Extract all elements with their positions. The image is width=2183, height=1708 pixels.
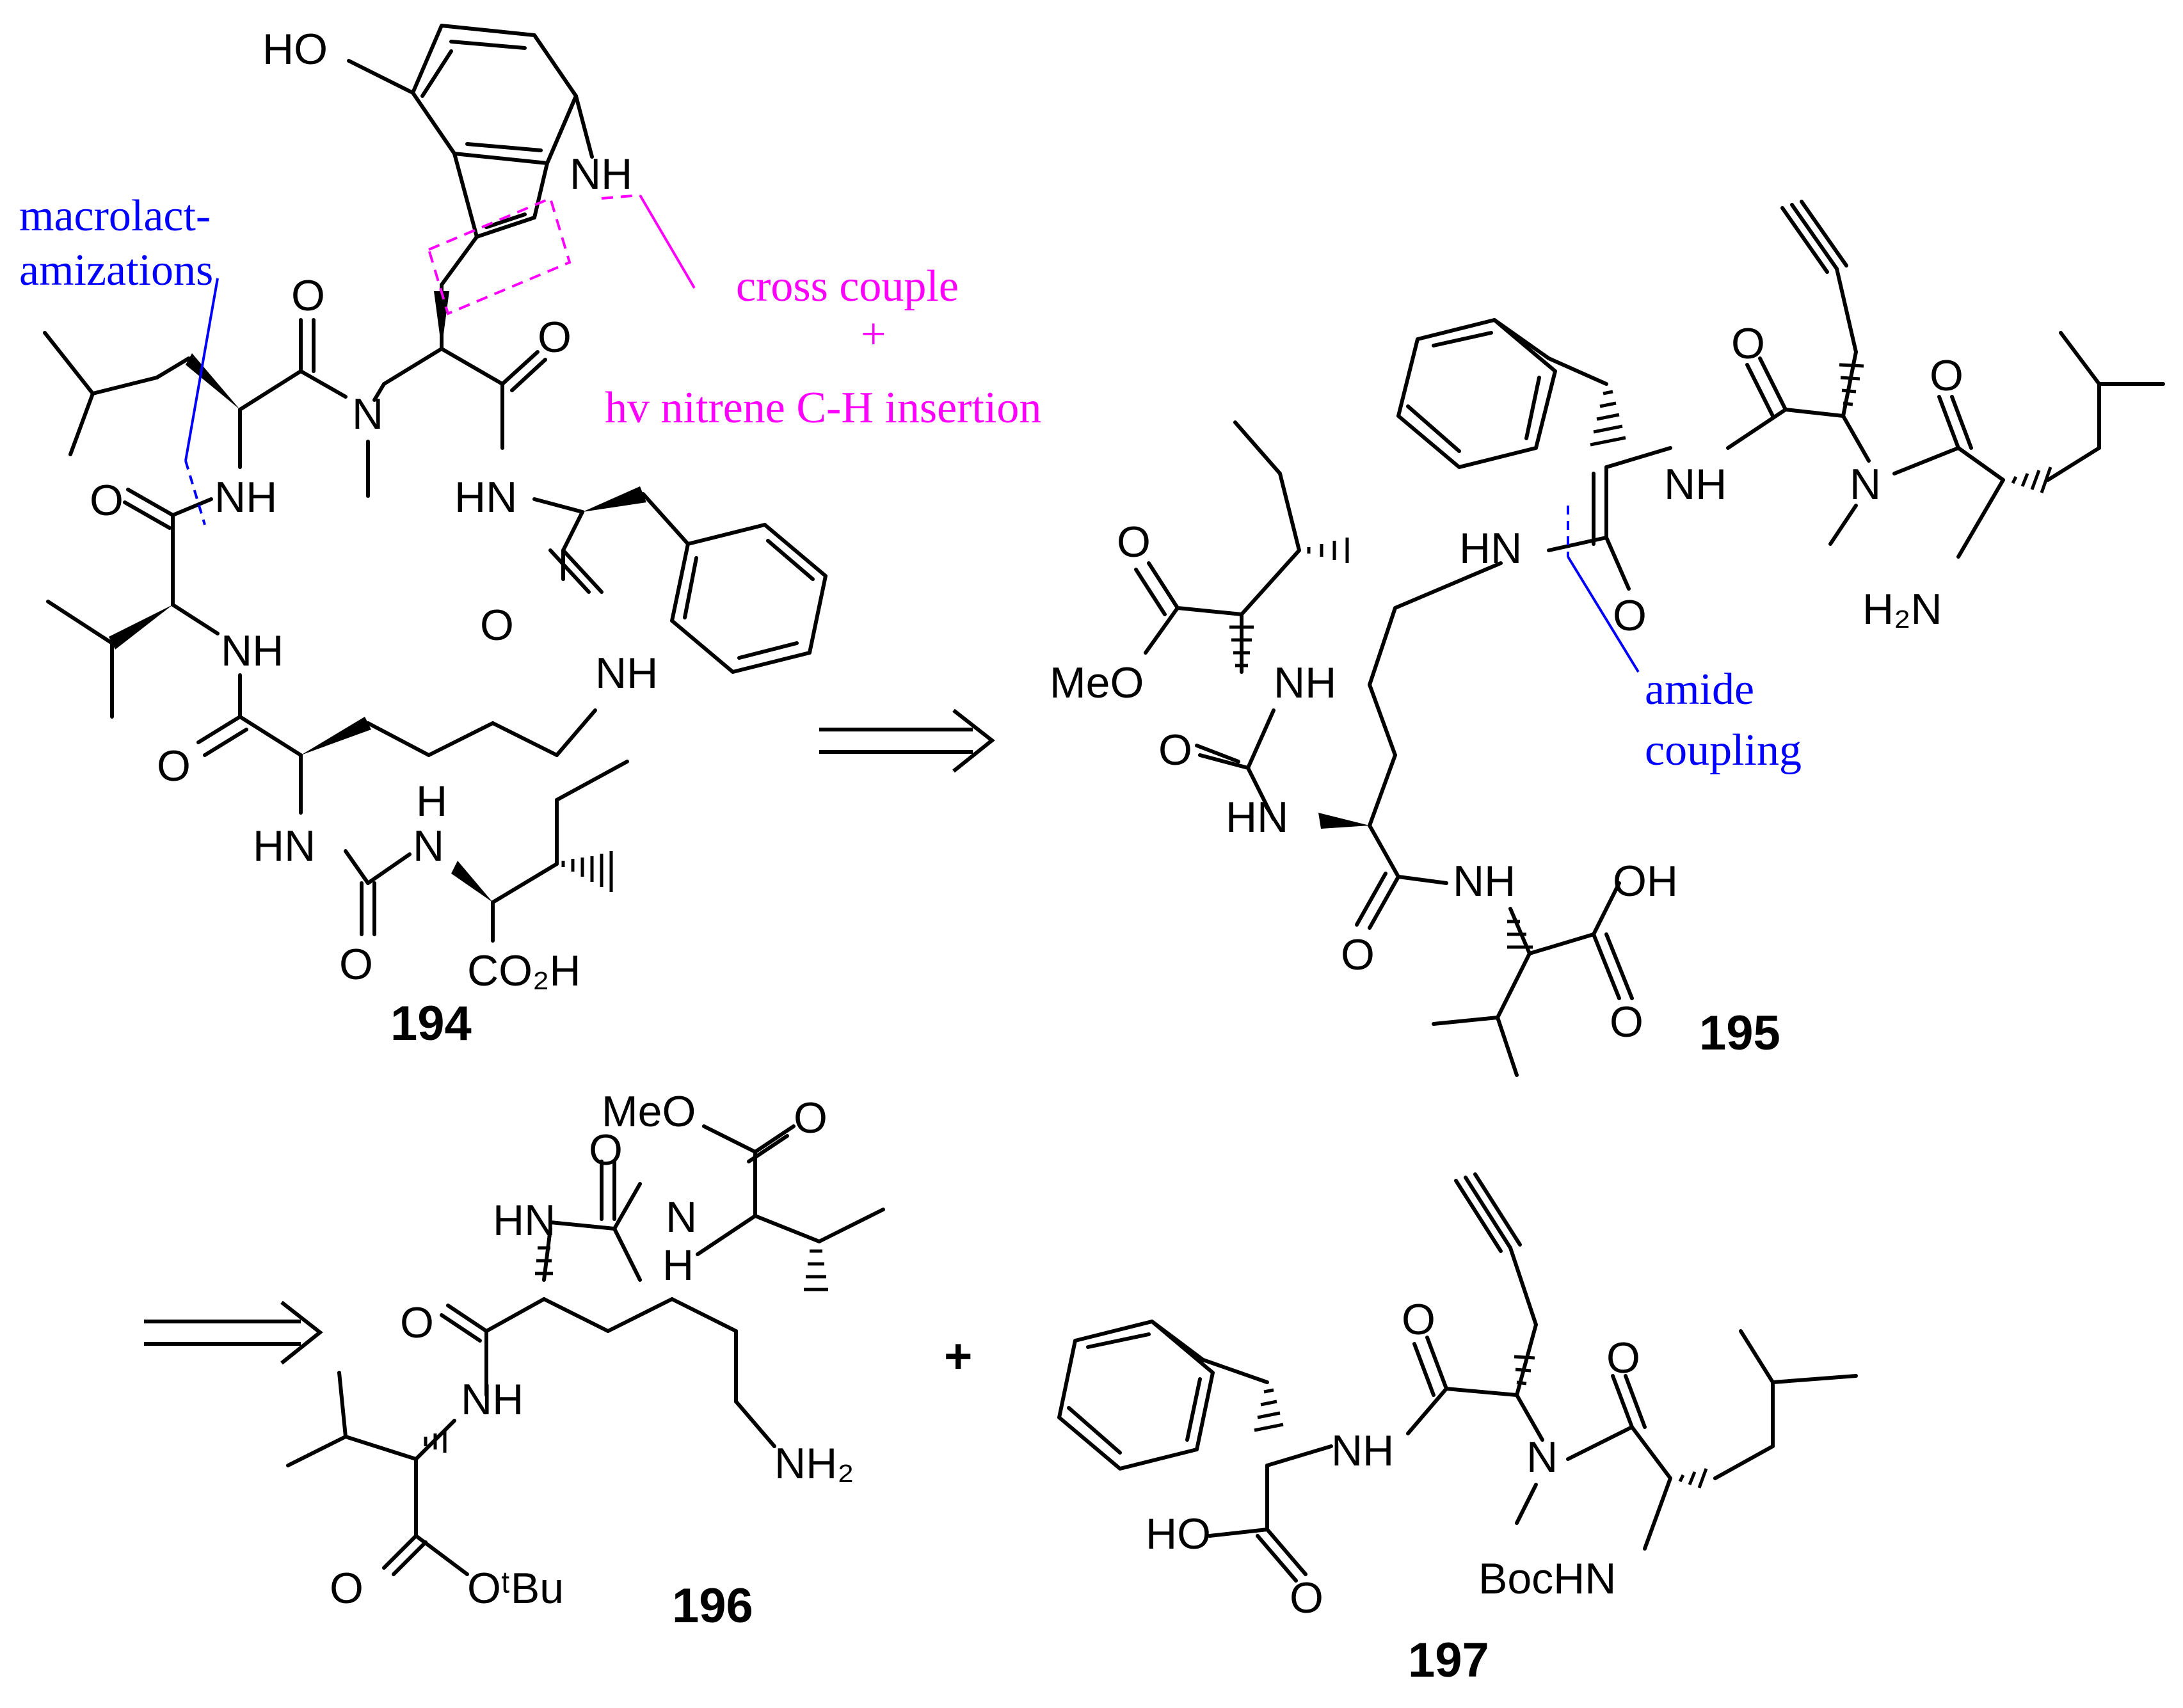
- hashed-wedge-val-195: [1507, 920, 1533, 949]
- hashed-wedge-ile-methyl: [1307, 538, 1349, 563]
- amide-coupling-annotation: amide coupling: [1645, 665, 1802, 775]
- hashed-wedge-ile-196: [804, 1249, 828, 1291]
- leu-nh-label: NH: [214, 473, 277, 522]
- phe-nh-label: NH: [1331, 1426, 1394, 1475]
- lys-nh-label: NH: [595, 649, 658, 698]
- urea-hn-label: HN: [1226, 793, 1288, 842]
- acid-carbonyl-o: O: [1290, 1574, 1323, 1622]
- hashed-wedge-hpg-197: [1514, 1355, 1535, 1385]
- urea-hn-label: HN: [493, 1196, 556, 1245]
- compound-197-structure: [1057, 1172, 1858, 1583]
- hashed-wedge-val-196: [424, 1430, 447, 1453]
- compound-196-label: 196: [672, 1579, 753, 1633]
- acid-carbonyl-o: O: [1610, 998, 1643, 1046]
- urea-carbonyl-o: O: [589, 1126, 623, 1174]
- indole-nh-label: NH: [570, 150, 632, 198]
- amide-carbonyl-o: O: [400, 1298, 434, 1347]
- val-nh-label: NH: [221, 627, 284, 675]
- hydroxyl-label: HO: [262, 25, 328, 74]
- amide-coupling-label-2: coupling: [1645, 726, 1802, 775]
- phe-carbonyl-o: O: [480, 601, 514, 650]
- compound-197-label: 197: [1408, 1633, 1489, 1688]
- hashed-wedge-leu-197: [1678, 1468, 1708, 1489]
- compound-194-structure: [43, 24, 828, 943]
- amine-h2n-label: H₂N: [1862, 585, 1942, 634]
- leu-carbonyl-o: O: [1930, 351, 1963, 400]
- phe-nh-label: NH: [1664, 460, 1727, 509]
- val-nh-label: NH: [461, 1375, 524, 1424]
- val-nh-label: NH: [1453, 857, 1515, 906]
- cross-couple-plus: +: [861, 310, 886, 359]
- amine-nh2-label: NH₂: [774, 1439, 854, 1488]
- leu-carbonyl-o: O: [291, 271, 325, 320]
- hashed-wedge-ile-195: [1229, 625, 1254, 667]
- compound-194-atoms: HO NH O O N NH HN O NH O NH O HN H N O C…: [90, 25, 658, 995]
- retrosynthesis-arrow-1: [819, 708, 995, 773]
- macrolactamization-annotation: macrolact- amizations: [19, 191, 219, 525]
- val-carbonyl-o: O: [90, 476, 124, 525]
- hpg-carbonyl-o: O: [1731, 319, 1765, 368]
- hashed-wedge-hpg: [1839, 363, 1864, 406]
- hashed-wedge-ile: [561, 851, 613, 892]
- acid-oh-label: OH: [1613, 857, 1678, 906]
- lys-hn-label: HN: [1459, 524, 1522, 573]
- nitrene-insertion-label: hv nitrene C-H insertion: [605, 383, 1041, 433]
- carboxylic-acid-label: CO₂H: [467, 946, 581, 995]
- ile-nh-label: NH: [1274, 658, 1336, 707]
- methoxy-label: MeO: [602, 1087, 696, 1136]
- hashed-wedge-lys-196: [535, 1246, 553, 1275]
- boc-amine-label: BocHN: [1478, 1554, 1616, 1603]
- lys-carbonyl-o: O: [157, 742, 191, 790]
- amide-carbonyl-o: O: [1341, 930, 1375, 979]
- compound-195-structure: [1134, 200, 2165, 1077]
- compound-196-structure: [286, 1124, 885, 1576]
- n-methyl-label: N: [1526, 1433, 1558, 1481]
- macrolactamization-label-1: macrolact-: [19, 191, 211, 241]
- trp-carbonyl-o: O: [538, 313, 572, 362]
- urea-carbonyl-o: O: [1158, 726, 1192, 774]
- hpg-carbonyl-o: O: [1402, 1295, 1435, 1344]
- plus-sign: +: [944, 1329, 972, 1384]
- ester-carbonyl-o: O: [1117, 518, 1151, 566]
- urea-o-label: O: [339, 940, 373, 989]
- tert-butoxy-label: OᵗBu: [467, 1564, 564, 1613]
- hashed-wedge-phe-197: [1254, 1388, 1284, 1432]
- methoxy-label: MeO: [1050, 658, 1144, 707]
- compound-194-label: 194: [390, 996, 472, 1051]
- ester-carbonyl-o: O: [794, 1094, 828, 1142]
- macrolactamization-label-2: amizations: [19, 246, 213, 295]
- phe-hn-label: HN: [454, 473, 517, 522]
- hashed-wedge-leu: [2011, 467, 2052, 493]
- ester-carbonyl-o-2: O: [330, 1564, 364, 1613]
- n-methyl-label: N: [1850, 460, 1881, 509]
- cross-couple-annotation: cross couple + hv nitrene C-H insertion: [427, 194, 1041, 433]
- acid-ho-label: HO: [1146, 1510, 1211, 1558]
- cross-couple-label: cross couple: [736, 262, 959, 311]
- compound-196-atoms: MeO O O HN N H O NH NH₂ O OᵗBu: [330, 1087, 854, 1613]
- phe-carbonyl-o: O: [1613, 591, 1647, 640]
- hashed-wedge-phe: [1590, 390, 1626, 447]
- leu-carbonyl-o: O: [1606, 1334, 1640, 1382]
- n-methyl-label: N: [352, 390, 383, 438]
- urea-n-label: N: [666, 1193, 697, 1241]
- compound-197-atoms: O O NH N HO O BocHN: [1146, 1295, 1640, 1622]
- urea-h-label: H: [416, 777, 447, 826]
- urea-h-label: H: [662, 1241, 694, 1289]
- urea-hn-label: HN: [253, 822, 316, 870]
- amide-coupling-label-1: amide: [1645, 665, 1754, 714]
- compound-195-label: 195: [1699, 1006, 1780, 1060]
- urea-n-label: N: [413, 822, 444, 870]
- retrosynthesis-arrow-2: [144, 1300, 323, 1365]
- compound-195-atoms: O MeO NH O HN HN O NH O N O H₂N O NH OH …: [1050, 319, 1963, 1046]
